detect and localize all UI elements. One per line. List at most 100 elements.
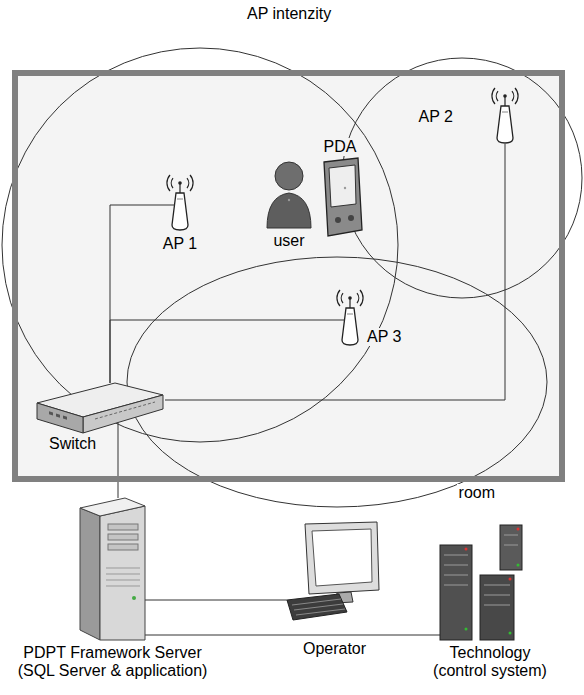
server-icon [106,568,140,586]
device-label: PDPT Framework Server (SQL Server & appl… [5,644,220,680]
control-system-racks [440,545,472,640]
pda-icon [335,217,341,223]
pda-icon [324,158,362,236]
server-icon [132,596,136,600]
switch-icon [56,413,60,417]
device-label: room [457,484,497,502]
server: PDPT Framework Server (SQL Server & appl… [80,498,145,640]
node-label: PDA [322,138,359,156]
pda-device: PDA [318,158,362,238]
operator-workstation-icon [287,522,379,620]
operator-workstation-icon [292,599,345,615]
control-system-racks [504,535,518,536]
control-system-racks [509,578,512,581]
network-cable [110,205,168,383]
control-system-racks [444,535,518,605]
control-system-racks [517,564,520,567]
switch-icon [63,416,67,420]
node-label: user [271,232,306,250]
server-icon [108,524,138,550]
device-label: Technology (control system) [425,644,555,680]
room-floor [18,76,559,476]
control-system-racks [509,632,512,635]
control-system-racks [484,585,510,586]
pda-icon [344,187,346,189]
switch-icon [37,403,83,433]
server-icon [80,498,145,516]
operator-workstation-icon [294,604,343,610]
operator-workstation-icon [305,522,379,594]
access-point: AP 1 [168,175,192,231]
user-icon [275,162,303,190]
control-system-racks [444,555,468,556]
operator-workstation-icon [287,594,347,620]
device-label: Operator [301,640,368,658]
node-label: Technology (control system) [425,644,555,680]
device-label: AP 3 [365,328,403,346]
switch-icon [49,411,67,420]
ap2-coverage [342,58,582,298]
user-icon [267,162,311,228]
access-point-icon [167,88,518,345]
node-label: room [457,484,497,502]
access-point: AP 3 [338,290,362,346]
switch-icon [83,395,163,433]
switch-icon [37,383,163,433]
pda-icon [324,158,362,236]
server-icon [80,498,145,640]
network-cable [165,144,505,400]
network-switch: Switch [35,383,165,433]
device-label: AP 1 [161,235,199,253]
access-point-icon [492,88,518,143]
switch-icon [95,402,155,419]
device-label: user [271,232,306,250]
control-system-racks [465,528,520,581]
control-system-racks [484,595,510,596]
node-label: AP 3 [365,328,403,346]
ap3-coverage [127,257,547,507]
control-system-racks [440,525,522,640]
server-icon [80,508,100,640]
control-system-racks [517,528,520,531]
access-point-icon [167,175,193,230]
user-figure: user [264,158,314,228]
device-label: Switch [47,435,98,453]
operator-workstation-icon [312,529,372,586]
operator-workstation-icon [296,609,345,615]
network-cable [145,600,287,601]
switch-icon [118,423,119,434]
control-system-racks [484,605,510,606]
ap-coverage-ellipses [2,48,582,507]
node-label: Operator [301,640,368,658]
ap1-coverage [2,48,398,442]
server-icon [106,568,140,569]
control-system-racks [504,545,518,546]
pda-icon [348,215,354,221]
device-label: PDA [322,138,359,156]
control-system-racks [444,565,468,566]
control-system-racks [465,628,468,631]
operator-workstation-icon [292,599,341,605]
server-icon [106,574,140,575]
access-point: AP 2 [493,88,517,144]
server-icon [106,586,140,587]
server-icon [106,580,140,581]
control-system-racks [465,564,520,635]
node-label: Switch [47,435,98,453]
pda-icon [329,165,356,207]
network-cable [145,635,440,636]
control-system-racks [500,525,522,570]
node-label: AP 2 [417,108,455,126]
operator-workstation: Operator [287,522,382,632]
coverage-heading: AP intenzity [245,5,333,23]
device-label: AP 2 [417,108,455,126]
node-label: PDPT Framework Server (SQL Server & appl… [5,644,220,680]
control-system-racks [444,575,468,576]
server-icon [108,524,138,530]
server-icon [108,534,138,540]
control-system-racks [480,575,514,640]
server-icon [100,506,145,640]
access-point-icon [168,205,175,206]
control-system-racks [444,585,468,586]
